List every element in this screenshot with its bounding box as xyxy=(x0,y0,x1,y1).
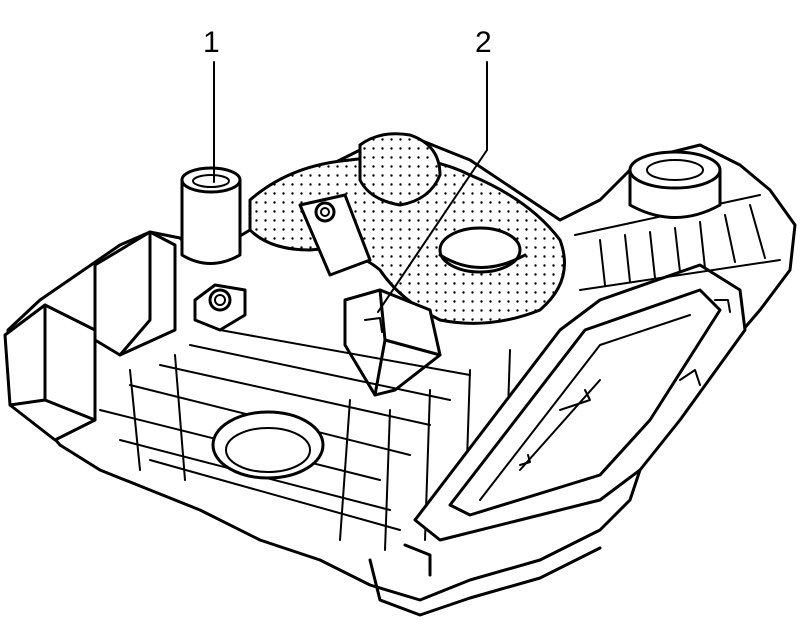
callout-2-label: 2 xyxy=(475,26,492,59)
callout-1-label: 1 xyxy=(203,26,220,59)
callout-2-leader-diagonal xyxy=(377,149,488,313)
engine-cover-icon xyxy=(3,132,797,617)
upper-right-ribs xyxy=(574,194,781,291)
